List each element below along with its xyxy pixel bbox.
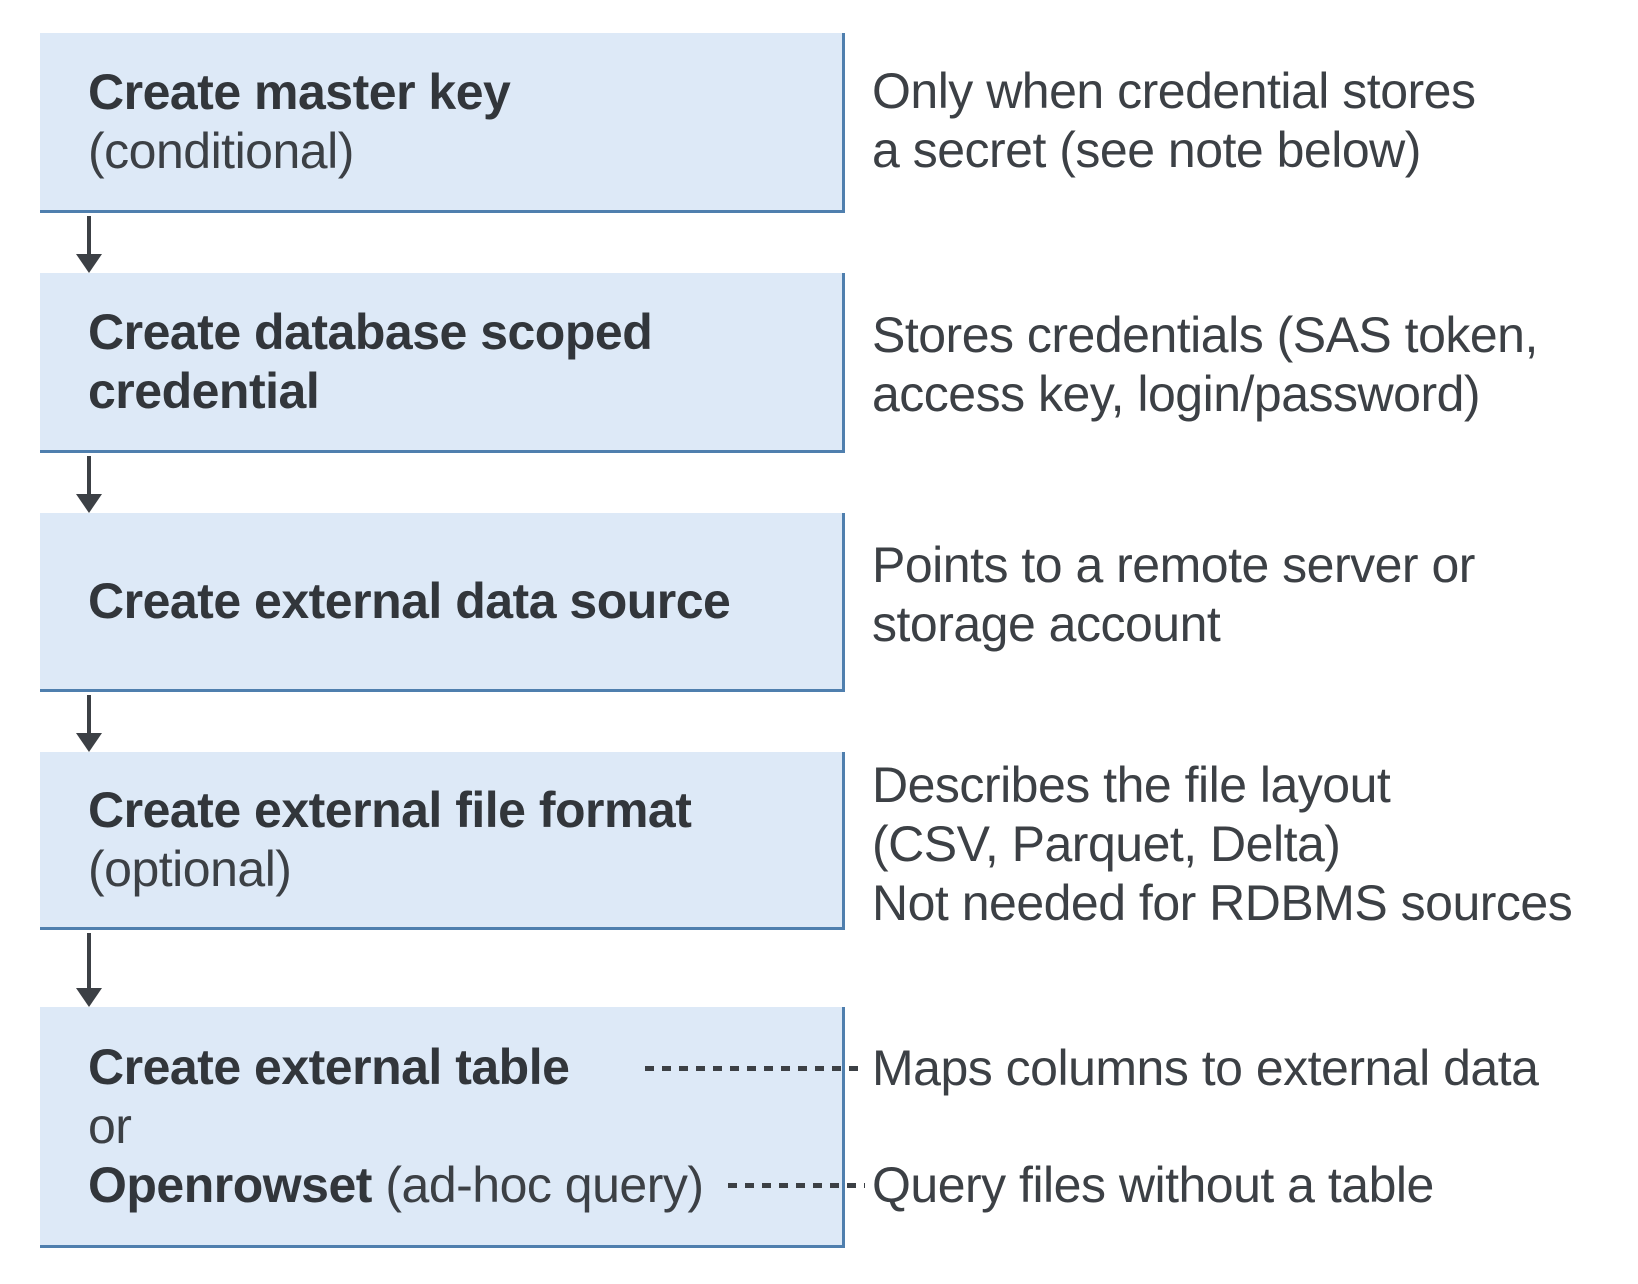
box-title: Create database scoped bbox=[88, 303, 842, 362]
box-title: Create external file format bbox=[88, 781, 842, 840]
note-line: Query files without a table bbox=[872, 1157, 1434, 1213]
flow-arrow-down bbox=[76, 695, 102, 752]
note-external-table: Maps columns to external data bbox=[872, 1039, 1539, 1098]
note-line: a secret (see note below) bbox=[872, 122, 1421, 178]
note-external-data-source: Points to a remote server or storage acc… bbox=[872, 536, 1475, 654]
note-line: Describes the file layout bbox=[872, 757, 1391, 813]
note-line: (CSV, Parquet, Delta) bbox=[872, 816, 1341, 872]
note-openrowset: Query files without a table bbox=[872, 1156, 1434, 1215]
arrow-head-icon bbox=[76, 254, 102, 273]
arrow-head-icon bbox=[76, 733, 102, 752]
arrow-head-icon bbox=[76, 988, 102, 1007]
box-qualifier: (ad-hoc query) bbox=[385, 1156, 704, 1213]
flow-box-external-file-format: Create external file format (optional) bbox=[40, 752, 845, 930]
arrow-head-icon bbox=[76, 494, 102, 513]
dashed-connector bbox=[645, 1066, 863, 1071]
box-connector-word: or bbox=[88, 1097, 132, 1154]
arrow-stem bbox=[87, 456, 91, 496]
flow-box-database-scoped-credential: Create database scoped credential bbox=[40, 273, 845, 453]
dashed-connector bbox=[728, 1183, 865, 1188]
box-title: Create master key bbox=[88, 63, 842, 122]
note-external-file-format: Describes the file layout (CSV, Parquet,… bbox=[872, 756, 1573, 933]
note-line: Maps columns to external data bbox=[872, 1040, 1539, 1096]
note-line: Only when credential stores bbox=[872, 63, 1476, 119]
box-title-text: Create database scoped bbox=[88, 303, 653, 360]
box-title-text: credential bbox=[88, 362, 320, 419]
note-line: Points to a remote server or bbox=[872, 537, 1475, 593]
note-master-key: Only when credential stores a secret (se… bbox=[872, 62, 1476, 180]
box-qualifier: (optional) bbox=[88, 840, 292, 897]
box-title-text: Openrowset bbox=[88, 1156, 372, 1213]
flow-arrow-down bbox=[76, 216, 102, 273]
box-alt-title: Openrowset (ad-hoc query) bbox=[88, 1156, 842, 1215]
box-title: Create external data source bbox=[88, 572, 842, 631]
box-title-text: Create master key bbox=[88, 63, 511, 120]
note-line: Stores credentials (SAS token, bbox=[872, 307, 1538, 363]
box-title-text: Create external file format bbox=[88, 781, 692, 838]
arrow-stem bbox=[87, 216, 91, 256]
flow-arrow-down bbox=[76, 456, 102, 513]
flow-box-master-key: Create master key (conditional) bbox=[40, 33, 845, 213]
arrow-stem bbox=[87, 695, 91, 735]
box-title-text: Create external table bbox=[88, 1038, 570, 1095]
box-title-text: Create external data source bbox=[88, 572, 731, 629]
box-title: Create external table bbox=[88, 1038, 842, 1097]
flow-box-external-data-source: Create external data source bbox=[40, 513, 845, 692]
note-line: access key, login/password) bbox=[872, 366, 1481, 422]
flow-arrow-down bbox=[76, 933, 102, 1007]
box-title: credential bbox=[88, 362, 842, 421]
note-line: storage account bbox=[872, 596, 1221, 652]
note-database-scoped-credential: Stores credentials (SAS token, access ke… bbox=[872, 306, 1538, 424]
flow-box-external-table-openrowset: Create external table or Openrowset (ad-… bbox=[40, 1007, 845, 1248]
note-line: Not needed for RDBMS sources bbox=[872, 875, 1573, 931]
arrow-stem bbox=[87, 933, 91, 990]
box-qualifier: (conditional) bbox=[88, 122, 354, 179]
